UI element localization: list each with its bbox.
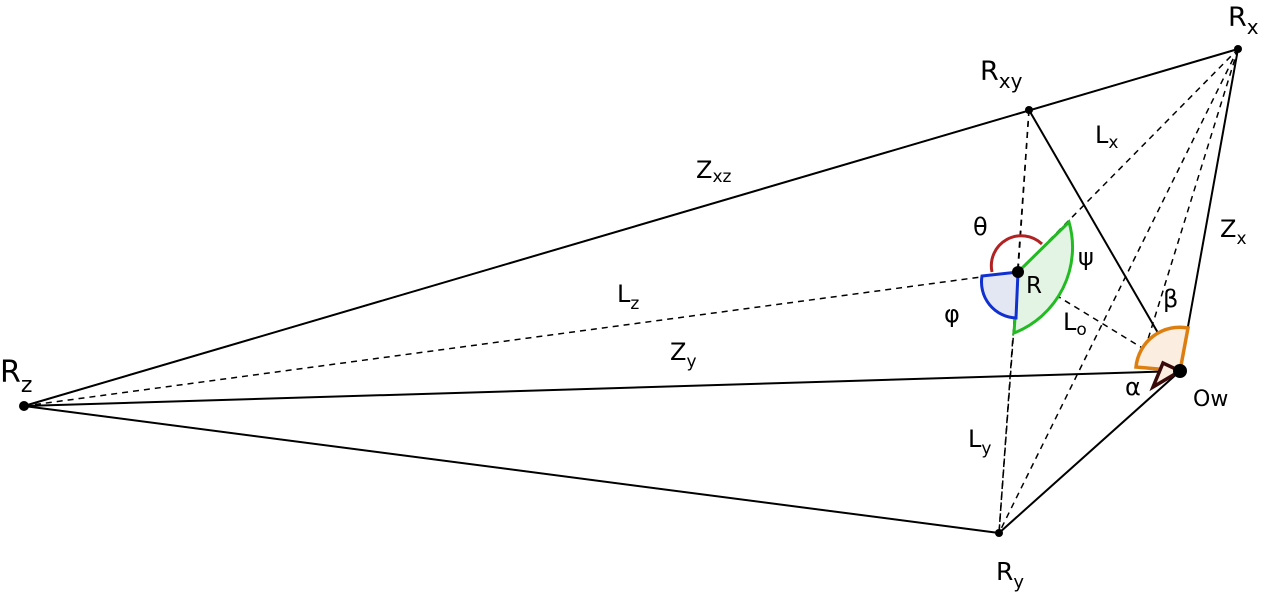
label-rxy: Rxy (980, 56, 1023, 93)
label-r: R (1026, 273, 1042, 299)
edge-rx-ry (998, 48, 1239, 534)
alpha-sector (1149, 360, 1184, 392)
edge-rz-r (23, 271, 1019, 407)
label-ow: Ow (1193, 387, 1228, 412)
edge-rxy-ow (1028, 109, 1181, 372)
point-rx (1234, 45, 1242, 53)
phi-sector (980, 270, 1020, 320)
edge-labels: Zxz Zx Zy Lx Lz Ly Lo (617, 121, 1247, 459)
edge-rz-rx-dashed (23, 48, 1239, 407)
point-r (1012, 266, 1024, 278)
beta-sector (1134, 325, 1191, 373)
label-rx: Rx (1228, 2, 1259, 39)
edge-rz-ow (23, 370, 1181, 407)
label-zx: Zx (1220, 215, 1247, 249)
label-zxz: Zxz (696, 156, 732, 187)
edge-rx-ow (1179, 48, 1239, 372)
angle-markers-r (980, 219, 1074, 336)
edge-rx-ow-dashed (1139, 48, 1239, 366)
label-lx: Lx (1095, 121, 1118, 153)
point-ry (995, 529, 1003, 537)
edge-ry-ow (998, 370, 1181, 534)
psi-sector (1012, 219, 1074, 336)
points (19, 45, 1242, 537)
label-psi: ψ (1078, 243, 1094, 271)
theta-arc (989, 234, 1044, 273)
point-ow (1173, 364, 1187, 378)
angle-markers-ow (1134, 325, 1191, 392)
edge-rz-ry (23, 405, 1000, 534)
label-ry: Ry (996, 557, 1024, 593)
edge-r-rx (1017, 48, 1239, 273)
label-beta: β (1163, 285, 1178, 313)
label-lo: Lo (1063, 308, 1087, 340)
point-rz (19, 401, 29, 411)
label-alpha: α (1125, 373, 1141, 401)
label-lz: Lz (617, 280, 639, 314)
label-ly: Ly (968, 425, 991, 459)
point-rxy (1025, 106, 1033, 114)
label-phi: φ (944, 300, 960, 328)
angle-labels: θ ψ φ β α (944, 213, 1178, 401)
label-zy: Zy (670, 338, 697, 372)
label-rz: Rz (0, 355, 32, 398)
label-theta: θ (973, 213, 988, 241)
